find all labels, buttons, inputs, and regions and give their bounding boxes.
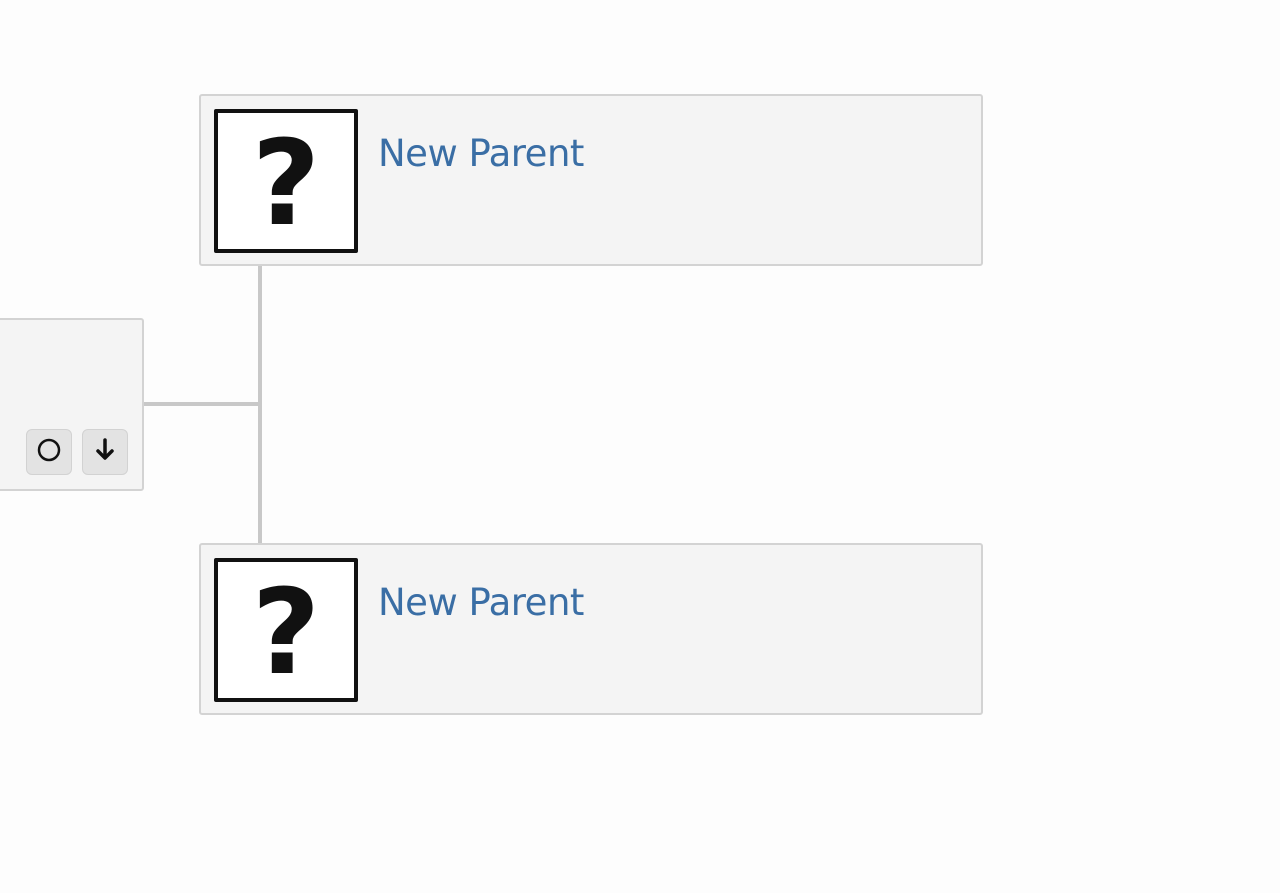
unknown-person-icon[interactable]: ? [214, 558, 358, 702]
parent-box-top[interactable]: ? New Parent [199, 94, 983, 266]
question-mark-glyph: ? [251, 563, 321, 701]
unknown-person-icon[interactable]: ? [214, 109, 358, 253]
arrow-down-icon [92, 437, 118, 467]
circle-icon [36, 437, 62, 467]
question-mark-glyph: ? [251, 114, 321, 252]
parent-box-bottom[interactable]: ? New Parent [199, 543, 983, 715]
parent-name-link[interactable]: New Parent [378, 132, 584, 175]
parent-name-link[interactable]: New Parent [378, 581, 584, 624]
child-connector-line [142, 402, 262, 406]
circle-button[interactable] [26, 429, 72, 475]
child-person-box[interactable] [0, 318, 144, 491]
child-actions [26, 429, 128, 475]
show-descendants-button[interactable] [82, 429, 128, 475]
